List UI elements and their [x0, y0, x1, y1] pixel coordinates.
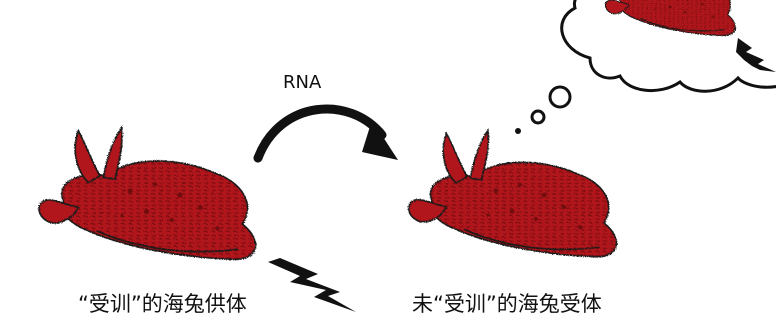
shock-bolt-icon	[268, 258, 356, 312]
donor-slug-illustration	[39, 128, 255, 260]
rna-transfer-arrow	[258, 109, 398, 160]
recipient-slug-illustration	[409, 130, 617, 257]
thought-bubble-trail	[515, 87, 570, 134]
recipient-caption: 未“受训”的海兔受体	[412, 288, 602, 318]
donor-caption: “受训”的海兔供体	[78, 288, 247, 318]
thought-cloud	[562, 0, 776, 91]
rna-label: RNA	[283, 72, 321, 93]
